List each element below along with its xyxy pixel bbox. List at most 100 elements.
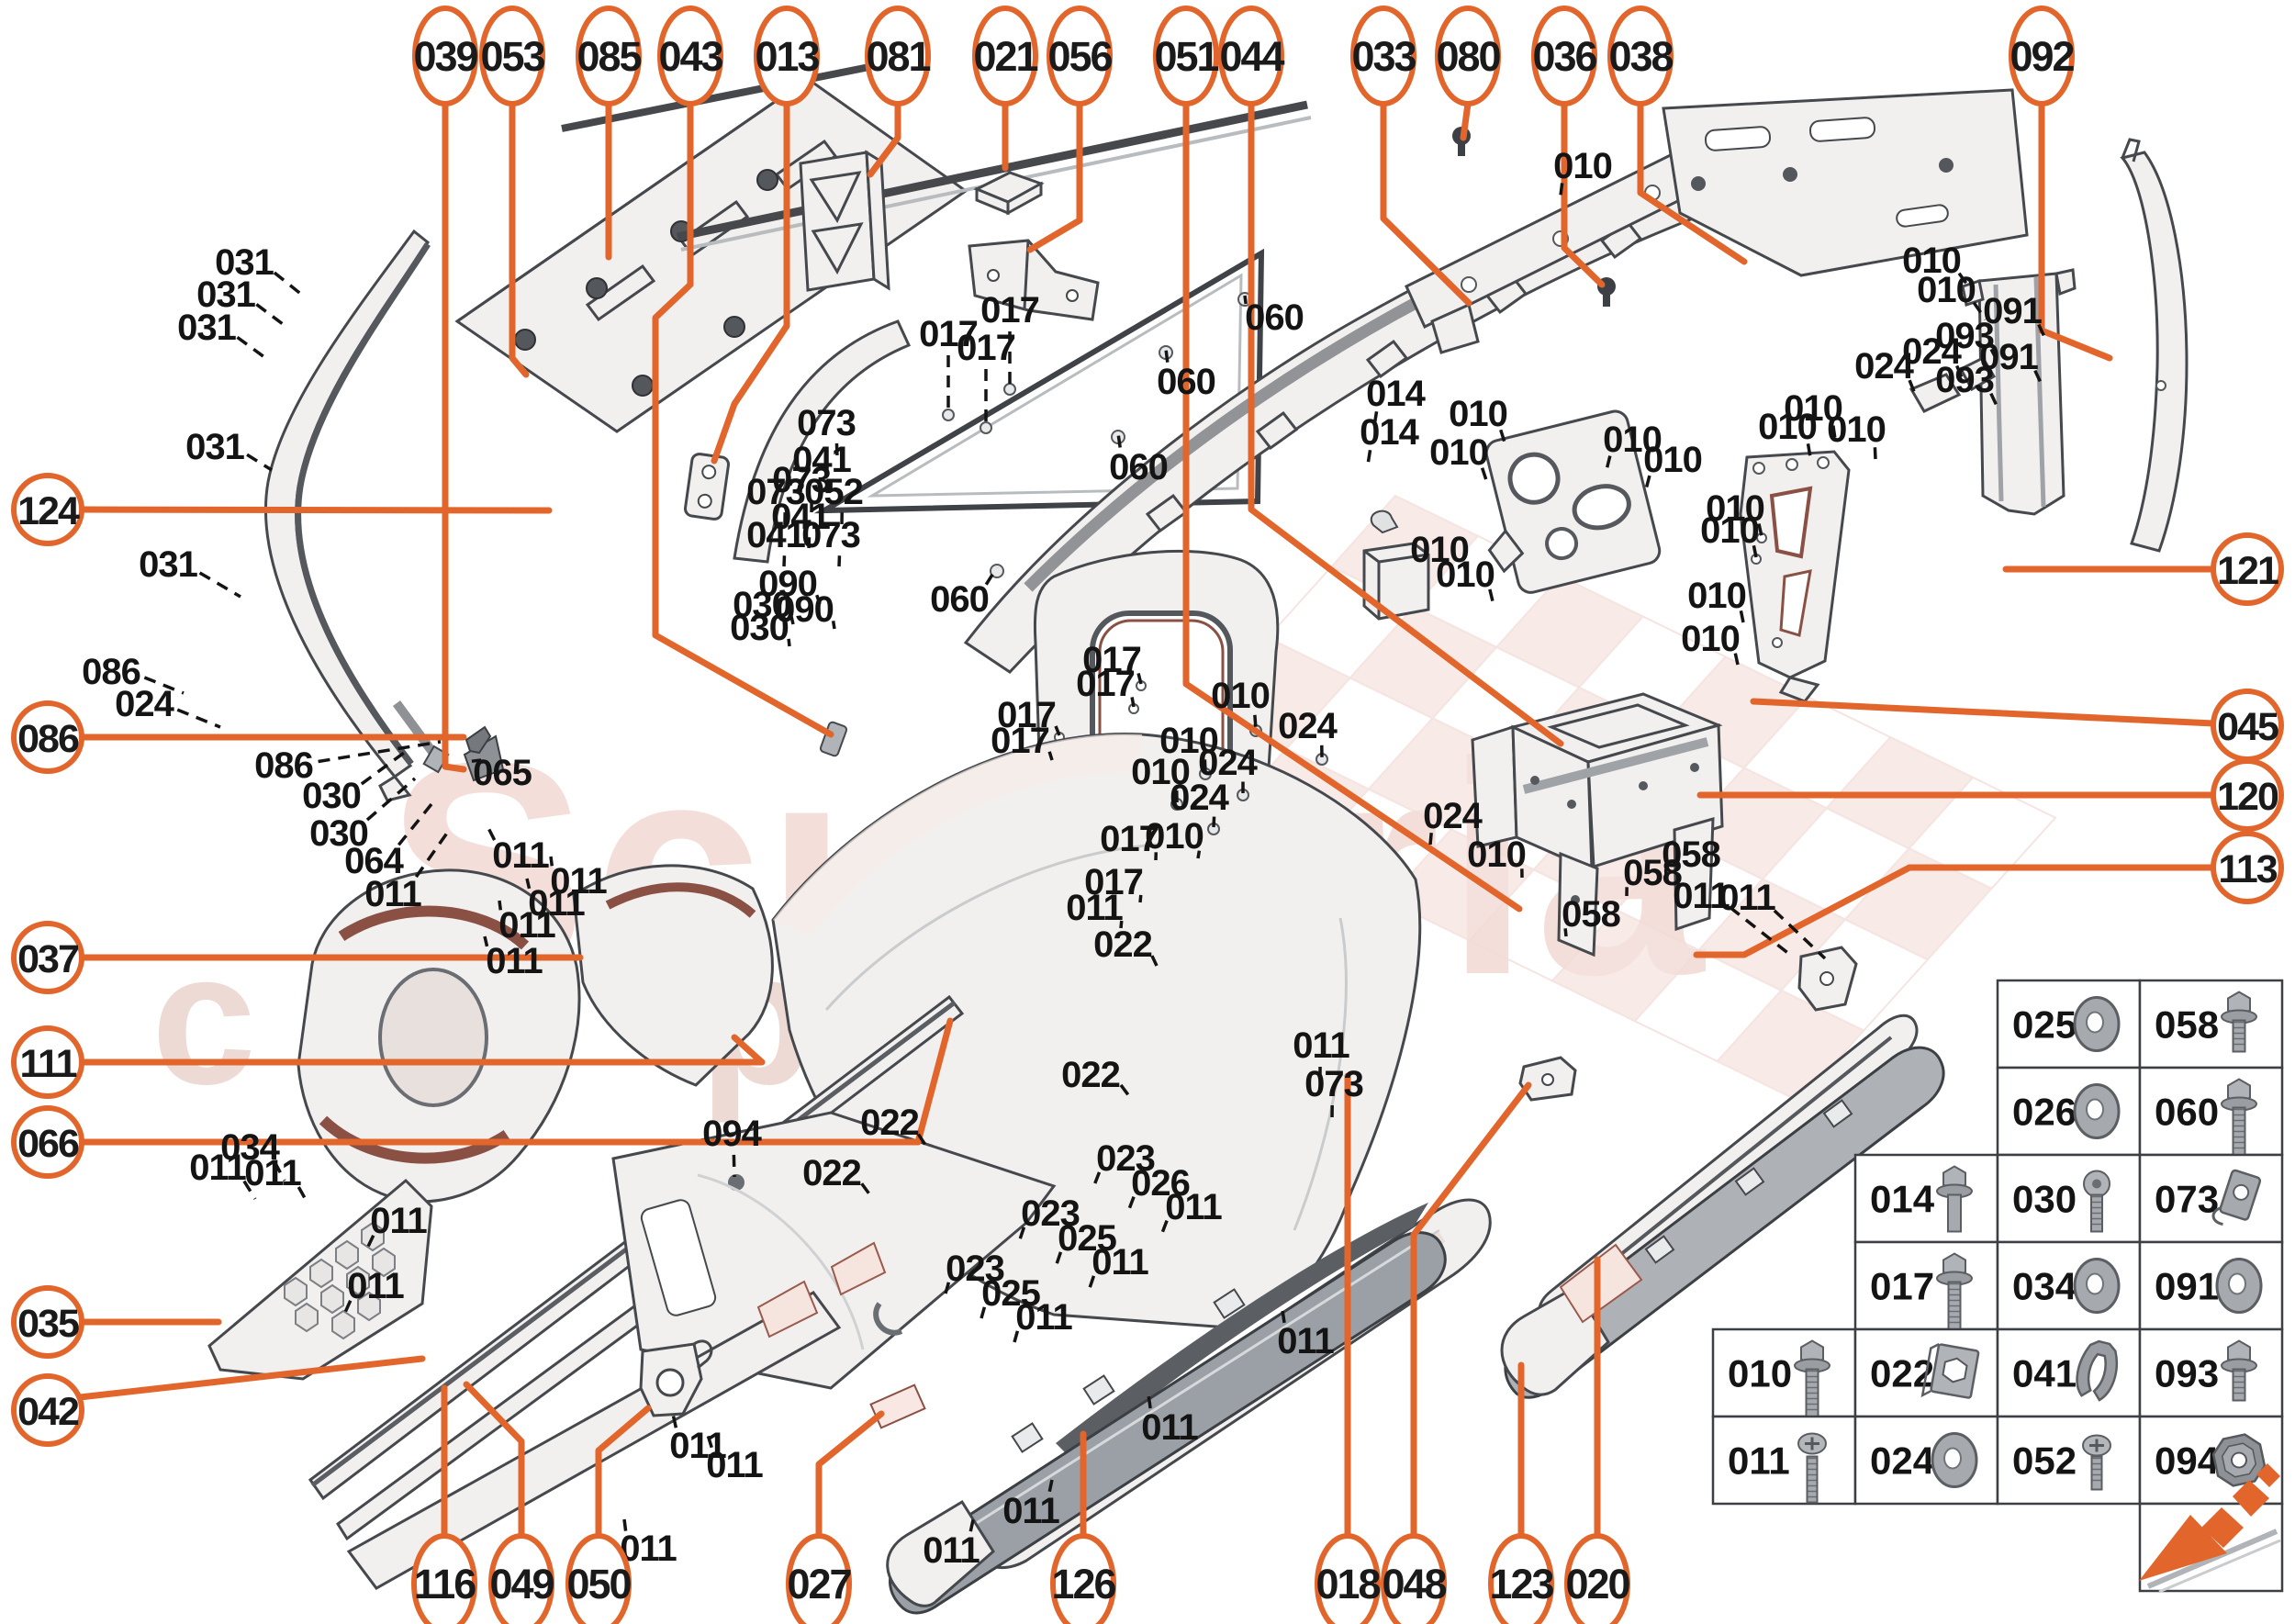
part-label-091[interactable]: 091 <box>1983 291 2047 340</box>
callout-bubble[interactable] <box>11 1373 84 1447</box>
part-label-011[interactable]: 011 <box>483 935 544 981</box>
part-label-017[interactable]: 017 <box>991 721 1054 761</box>
callout-066[interactable]: 066 <box>11 1105 84 1179</box>
part-label-011[interactable]: 011 <box>1066 888 1125 929</box>
legend-cell-010[interactable]: 010 <box>1711 1327 1857 1420</box>
part-label-010[interactable]: 010 <box>1643 440 1703 490</box>
callout-bubble[interactable] <box>576 6 642 106</box>
callout-020[interactable]: 020 <box>1564 1533 1632 1624</box>
legend-cell-073[interactable]: 073 <box>2138 1153 2284 1244</box>
part-label-026[interactable]: 026 <box>1127 1163 1191 1210</box>
part-label-086[interactable]: 086 <box>254 740 442 786</box>
callout-bubble[interactable] <box>2211 532 2284 606</box>
part-label-010[interactable]: 010 <box>1145 816 1204 859</box>
callout-027[interactable]: 027 <box>786 1533 854 1624</box>
callout-bubble[interactable] <box>657 6 723 106</box>
part-label-030[interactable]: 030 <box>730 608 791 648</box>
part-label-024[interactable]: 024 <box>115 684 221 729</box>
part-label-060[interactable]: 060 <box>1157 348 1216 402</box>
callout-bubble[interactable] <box>11 1285 84 1359</box>
callout-124[interactable]: 124 <box>11 473 84 546</box>
callout-126[interactable]: 126 <box>1050 1533 1118 1624</box>
part-label-017[interactable]: 017 <box>957 328 1016 424</box>
part-label-058[interactable]: 058 <box>1562 894 1622 937</box>
part-label-086[interactable]: 086 <box>82 652 185 695</box>
part-label-011[interactable]: 011 <box>1141 1394 1200 1448</box>
callout-035[interactable]: 035 <box>11 1285 84 1359</box>
callout-121[interactable]: 121 <box>2211 532 2284 606</box>
part-label-065[interactable]: 065 <box>471 753 533 793</box>
callout-bubble[interactable] <box>1047 6 1113 106</box>
part-label-010[interactable]: 010 <box>1681 619 1741 666</box>
part-label-031[interactable]: 031 <box>196 274 288 329</box>
part-label-093[interactable]: 093 <box>1935 316 2000 364</box>
callout-bubble[interactable] <box>754 6 820 106</box>
callout-039[interactable]: 039 <box>412 6 480 106</box>
callout-111[interactable]: 111 <box>11 1025 84 1099</box>
part-label-010[interactable]: 010 <box>1410 530 1470 578</box>
part-label-010[interactable]: 010 <box>1449 394 1508 446</box>
part-label-064[interactable]: 064 <box>344 802 433 881</box>
part-label-010[interactable]: 010 <box>1687 576 1747 623</box>
legend-cell-052[interactable]: 052 <box>1996 1415 2142 1506</box>
callout-bubble[interactable] <box>1218 6 1284 106</box>
part-label-031[interactable]: 031 <box>185 427 273 472</box>
legend-cell-024[interactable]: 024 <box>1853 1415 1999 1506</box>
callout-038[interactable]: 038 <box>1607 6 1675 106</box>
part-label-024[interactable]: 024 <box>1854 346 1917 395</box>
part-label-031[interactable]: 031 <box>139 544 241 599</box>
part-label-010[interactable]: 010 <box>1700 510 1760 558</box>
callout-bubble[interactable] <box>565 1533 632 1624</box>
part-label-011[interactable]: 011 <box>1277 1309 1336 1361</box>
part-label-041[interactable]: 041 <box>771 497 832 549</box>
part-label-073[interactable]: 073 <box>801 515 861 567</box>
part-label-022[interactable]: 022 <box>1061 1055 1131 1098</box>
part-label-031[interactable]: 031 <box>177 308 270 362</box>
part-label-011[interactable]: 011 <box>189 1148 257 1200</box>
part-label-010[interactable]: 010 <box>1902 241 1974 293</box>
part-label-010[interactable]: 010 <box>1917 270 1987 321</box>
part-label-060[interactable]: 060 <box>1243 295 1304 338</box>
part-label-011[interactable]: 011 <box>669 1413 728 1466</box>
callout-bubble[interactable] <box>11 1105 84 1179</box>
callout-bubble[interactable] <box>412 6 478 106</box>
part-label-030[interactable]: 030 <box>733 585 795 625</box>
part-label-052[interactable]: 052 <box>804 472 864 525</box>
part-label-010[interactable]: 010 <box>1553 146 1613 196</box>
part-label-017[interactable]: 017 <box>997 695 1061 736</box>
legend-cell-091[interactable]: 091 <box>2138 1240 2284 1331</box>
legend-cell-030[interactable]: 030 <box>1996 1153 2142 1244</box>
part-label-024[interactable]: 024 <box>1198 743 1259 794</box>
part-label-011[interactable]: 011 <box>705 1431 765 1485</box>
callout-bubble[interactable] <box>1381 1533 1447 1624</box>
part-label-073[interactable]: 073 <box>772 460 832 513</box>
part-label-010[interactable]: 010 <box>1603 420 1662 471</box>
callout-bubble[interactable] <box>479 6 545 106</box>
part-label-011[interactable]: 011 <box>364 1201 429 1253</box>
callout-bubble[interactable] <box>11 473 84 546</box>
callout-013[interactable]: 013 <box>754 6 822 106</box>
callout-123[interactable]: 123 <box>1488 1533 1556 1624</box>
part-label-010[interactable]: 010 <box>1758 407 1818 458</box>
part-label-073[interactable]: 073 <box>746 472 806 525</box>
callout-bubble[interactable] <box>11 921 84 994</box>
callout-042[interactable]: 042 <box>11 1373 84 1447</box>
part-label-022[interactable]: 022 <box>860 1103 929 1148</box>
part-label-010[interactable]: 010 <box>1827 409 1886 460</box>
callout-bubble[interactable] <box>11 1025 84 1099</box>
part-label-010[interactable]: 010 <box>1159 721 1219 773</box>
callout-086[interactable]: 086 <box>11 700 84 774</box>
part-label-011[interactable]: 011 <box>549 856 609 902</box>
callout-081[interactable]: 081 <box>865 6 933 106</box>
part-label-022[interactable]: 022 <box>1093 924 1159 967</box>
part-label-011[interactable]: 011 <box>1088 1242 1150 1289</box>
callout-bubble[interactable] <box>1350 6 1416 106</box>
callout-bubble[interactable] <box>1050 1533 1116 1624</box>
callout-116[interactable]: 116 <box>411 1533 477 1624</box>
callout-037[interactable]: 037 <box>11 921 84 994</box>
part-label-023[interactable]: 023 <box>1092 1138 1156 1186</box>
legend-cell-026[interactable]: 026 <box>1996 1066 2142 1157</box>
part-label-041[interactable]: 041 <box>746 515 807 567</box>
part-label-073[interactable]: 073 <box>1304 1064 1364 1123</box>
part-label-017[interactable]: 017 <box>1076 664 1136 708</box>
